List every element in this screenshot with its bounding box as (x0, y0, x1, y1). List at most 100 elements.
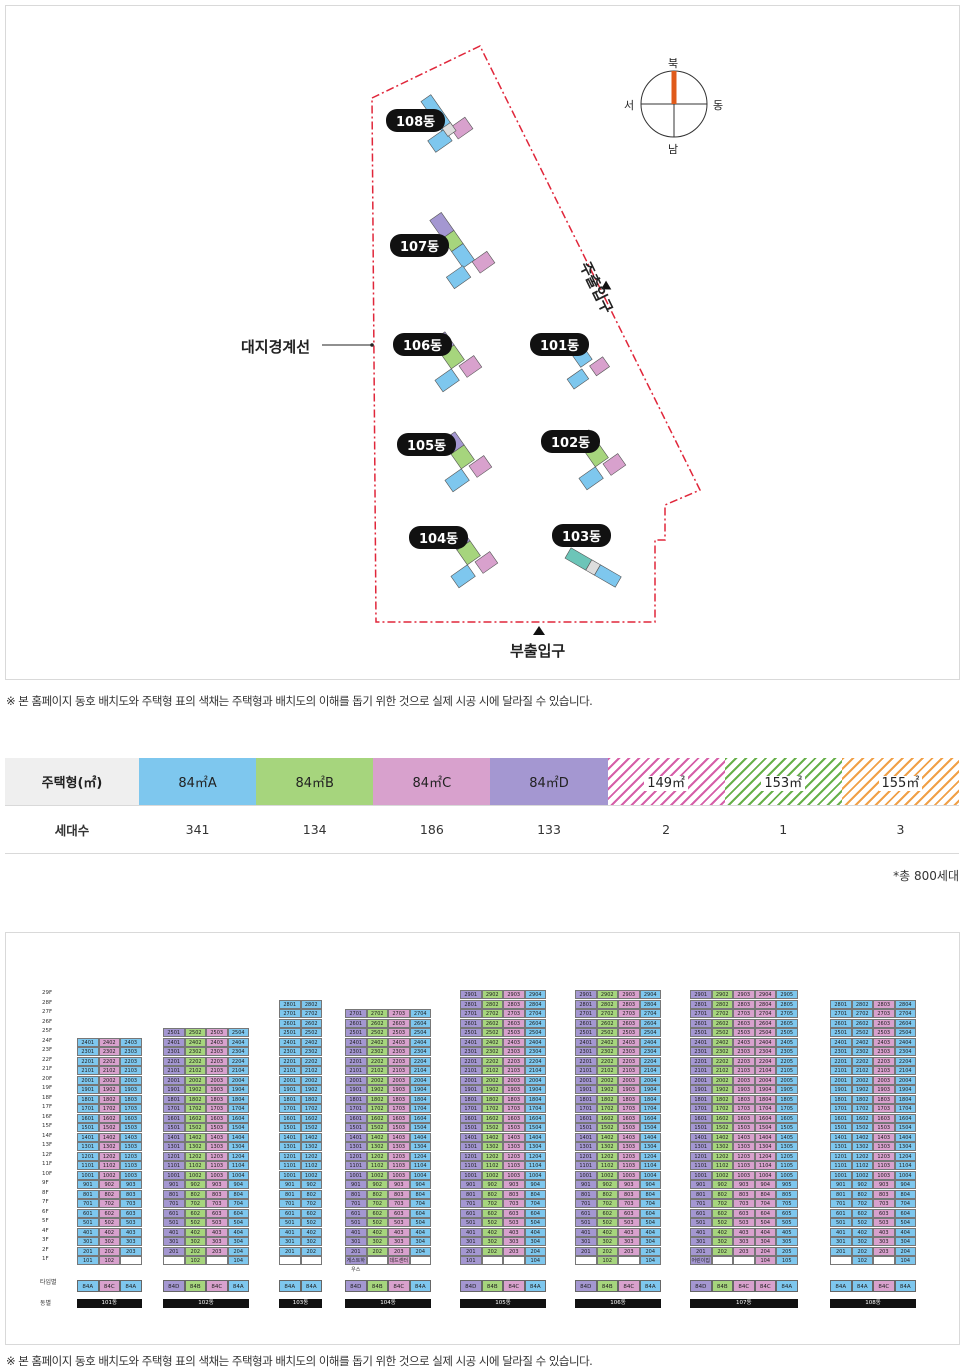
unit-cell: 1503 (618, 1123, 640, 1132)
unit-type-box: 84C (98, 1280, 120, 1292)
unit-cell (300, 1256, 322, 1265)
unit-cell: 2802 (300, 999, 322, 1009)
unit-cell: 2702 (481, 1009, 503, 1018)
unit-cell: 2603 (618, 1018, 640, 1028)
unit-cell (279, 1256, 301, 1265)
floor-label: 27F (42, 1009, 53, 1015)
unit-cell: 1603 (388, 1113, 410, 1123)
unit-cell: 1102 (184, 1161, 206, 1170)
unit-cell: 202 (184, 1246, 206, 1256)
unit-cell: 604 (409, 1208, 431, 1218)
unit-cell: 802 (481, 1189, 503, 1199)
unit-cell: 1805 (776, 1094, 798, 1104)
floor-label: 25F (42, 1028, 53, 1034)
unit-cell: 803 (618, 1189, 640, 1199)
unit-cell: 904 (524, 1180, 546, 1189)
unit-cell: 2502 (184, 1028, 206, 1037)
unit-cell: 1004 (227, 1170, 249, 1180)
unit-cell: 604 (227, 1208, 249, 1218)
unit-cell: 1501 (279, 1123, 301, 1132)
disclaimer-note: ※ 본 홈페이지 동호 배치도와 주택형 표의 색채는 주택형과 배치도의 이해… (6, 694, 593, 708)
unit-cell: 1304 (227, 1142, 249, 1151)
unit-cell: 2102 (596, 1066, 618, 1075)
unit-cell: 1401 (460, 1132, 482, 1142)
unit-type-box: 84D (163, 1280, 185, 1292)
building-bar: 101동 (77, 1299, 142, 1308)
unit-cell: 1802 (366, 1094, 388, 1104)
unit-cell: 2601 (690, 1018, 712, 1028)
unit-cell: 702 (366, 1199, 388, 1208)
unit-cell: 2301 (690, 1047, 712, 1056)
unit-cell: 904 (227, 1180, 249, 1189)
unit-cell: 203 (206, 1246, 228, 1256)
unit-cell: 501 (279, 1218, 301, 1227)
unit-cell: 1703 (206, 1104, 228, 1113)
unit-cell: 1101 (77, 1161, 99, 1170)
unit-cell: 2701 (690, 1009, 712, 1018)
unit-cell: 704 (409, 1199, 431, 1208)
count-149: 2 (607, 805, 725, 854)
unit-cell: 2201 (77, 1056, 99, 1066)
unit-cell: 1605 (776, 1113, 798, 1123)
unit-cell: 1902 (481, 1085, 503, 1094)
unit-type-box: 84A (120, 1280, 142, 1292)
unit-cell: 201 (163, 1246, 185, 1256)
unit-cell: 202 (851, 1246, 873, 1256)
unit-cell: 2502 (366, 1028, 388, 1037)
unit-type-box: 84C (503, 1280, 525, 1292)
unit-cell: 2703 (873, 1009, 895, 1018)
unit-cell: 2303 (120, 1047, 142, 1056)
unit-cell: 2504 (754, 1028, 776, 1037)
unit-cell: 2201 (575, 1056, 597, 1066)
unit-type-box: 84A (227, 1280, 249, 1292)
unit-cell: 901 (830, 1180, 852, 1189)
unit-cell: 1702 (300, 1104, 322, 1113)
building-bar: 106동 (575, 1299, 661, 1308)
unit-cell: 201 (460, 1246, 482, 1256)
count-84d: 133 (490, 805, 608, 854)
unit-cell: 603 (733, 1208, 755, 1218)
unit-cell: 1703 (120, 1104, 142, 1113)
unit-cell: 1104 (409, 1161, 431, 1170)
unit-cell: 2403 (120, 1037, 142, 1047)
unit-cell: 503 (873, 1218, 895, 1227)
unit-cell: 2302 (98, 1047, 120, 1056)
unit-cell: 501 (575, 1218, 597, 1227)
building-bar: 108동 (830, 1299, 916, 1308)
unit-cell: 1701 (690, 1104, 712, 1113)
unit-cell: 302 (481, 1237, 503, 1246)
unit-cell: 2404 (524, 1037, 546, 1047)
unit-type-box: 84A (279, 1280, 301, 1292)
unit-cell: 301 (345, 1237, 367, 1246)
unit-cell: 1504 (639, 1123, 661, 1132)
unit-cell: 1001 (279, 1170, 301, 1180)
unit-cell: 204 (639, 1246, 661, 1256)
unit-cell: 2001 (830, 1075, 852, 1085)
unit-cell: 303 (873, 1237, 895, 1246)
unit-cell: 801 (690, 1189, 712, 1199)
unit-cell: 2404 (894, 1037, 916, 1047)
unit-cell: 604 (754, 1208, 776, 1218)
unit-cell: 1203 (206, 1151, 228, 1161)
unit-cell: 304 (754, 1237, 776, 1246)
floor-label: 22F (42, 1056, 53, 1063)
unit-cell: 1604 (894, 1113, 916, 1123)
unit-cell: 1302 (98, 1142, 120, 1151)
unit-cell: 2001 (460, 1075, 482, 1085)
unit-cell: 1101 (830, 1161, 852, 1170)
unit-cell (503, 1256, 525, 1265)
unit-cell: 1304 (524, 1142, 546, 1151)
unit-cell: 602 (366, 1208, 388, 1218)
unit-cell: 1303 (503, 1142, 525, 1151)
unit-cell: 704 (524, 1199, 546, 1208)
unit-cell: 2902 (481, 990, 503, 999)
unit-cell: 2904 (754, 990, 776, 999)
unit-type-box: 84C (206, 1280, 228, 1292)
unit-cell: 1402 (596, 1132, 618, 1142)
unit-cell: 2605 (776, 1018, 798, 1028)
unit-cell: 704 (639, 1199, 661, 1208)
label-108: 108동 (386, 109, 446, 132)
unit-cell: 1703 (388, 1104, 410, 1113)
unit-cell: 1003 (206, 1170, 228, 1180)
unit-cell: 404 (639, 1227, 661, 1237)
